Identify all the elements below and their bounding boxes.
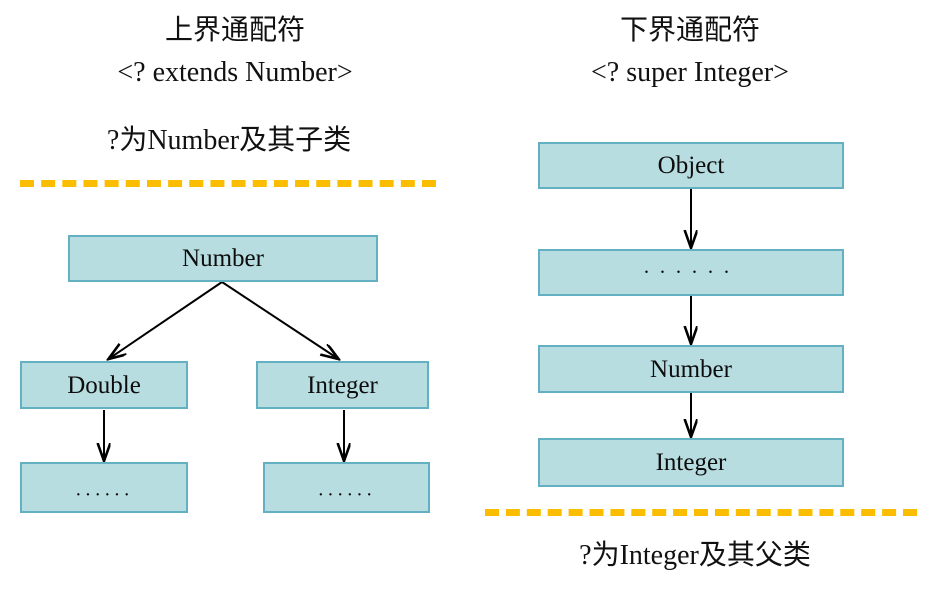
arrow-number-to-double — [110, 281, 223, 358]
left-title-line1: 上界通配符 — [164, 15, 305, 46]
lower-bound-wildcard-panel: 下界通配符 <? super Integer> Object ······ Nu… — [470, 0, 939, 600]
node-label: ······ — [75, 484, 133, 506]
left-subtitle: ?为Number及其子类 — [106, 125, 352, 156]
node-label: Number — [182, 245, 264, 272]
upper-bound-wildcard-panel: 上界通配符 <? extends Number> ?为Number及其子类 Nu… — [20, 15, 436, 513]
right-subtitle: ?为Integer及其父类 — [579, 540, 811, 571]
right-title-line1: 下界通配符 — [619, 15, 760, 46]
node-object[interactable]: Object — [538, 142, 844, 189]
node-number-chain[interactable]: Number — [538, 345, 844, 393]
node-double[interactable]: Double — [20, 361, 188, 409]
node-ellipsis-under-integer[interactable]: ······ — [263, 462, 430, 513]
right-title-line2: <? super Integer> — [591, 57, 789, 88]
node-ellipsis-chain[interactable]: ······ — [538, 249, 844, 296]
node-label: ······ — [317, 484, 376, 506]
node-integer-left[interactable]: Integer — [256, 361, 429, 409]
node-ellipsis-under-double[interactable]: ······ — [20, 462, 188, 513]
arrow-number-to-integer — [221, 281, 337, 358]
left-divider — [20, 180, 436, 187]
node-number-root[interactable]: Number — [68, 235, 378, 282]
node-label: Double — [67, 371, 141, 399]
node-label: ······ — [643, 260, 739, 284]
node-label: Integer — [307, 371, 378, 399]
right-divider — [485, 509, 917, 516]
node-label: Number — [650, 355, 732, 383]
node-label: Integer — [655, 449, 727, 476]
left-title-line2: <? extends Number> — [117, 57, 353, 88]
node-integer-chain[interactable]: Integer — [538, 438, 844, 487]
node-label: Object — [657, 152, 725, 179]
